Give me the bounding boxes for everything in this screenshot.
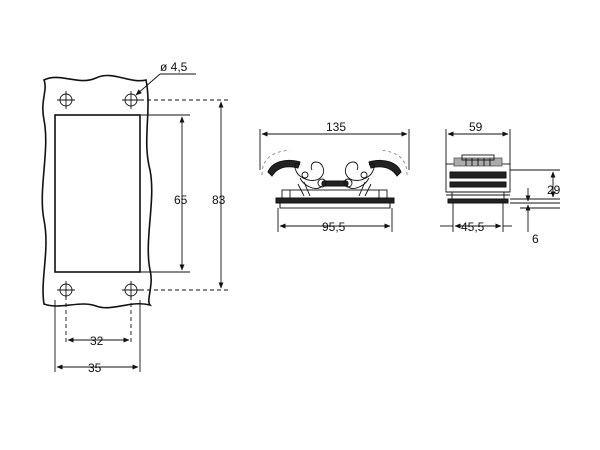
side-overall-width-label: 135 — [326, 120, 346, 134]
end-base-width-label: 45,5 — [461, 220, 485, 234]
end-view: 59 29 6 45,5 — [440, 120, 561, 246]
mounting-hole-top-right — [122, 91, 140, 109]
end-top-width-label: 59 — [469, 120, 483, 134]
left-lever — [267, 159, 301, 177]
panel-outline — [41, 74, 153, 309]
mounting-hole-top-left — [57, 91, 75, 109]
end-height-label: 29 — [547, 183, 561, 197]
right-hook — [344, 161, 375, 181]
left-hook — [294, 161, 325, 181]
side-base-plate — [275, 197, 395, 204]
cutout-rectangle — [54, 114, 141, 273]
end-base-thickness-label: 6 — [532, 232, 539, 246]
overall-width-label: 35 — [88, 361, 102, 375]
side-base-width-label: 95,5 — [322, 220, 346, 234]
overall-height-label: 83 — [212, 193, 226, 207]
side-view: 135 95,5 — [259, 120, 410, 234]
hole-diameter-label: ø 4,5 — [160, 60, 188, 74]
front-view: ø 4,5 65 83 32 35 — [41, 60, 228, 375]
end-base-plate — [447, 198, 509, 204]
hole-diameter-leader — [135, 73, 161, 96]
hole-spacing-label: 32 — [90, 334, 104, 348]
opening-height-label: 65 — [174, 193, 188, 207]
right-lever — [368, 159, 402, 177]
